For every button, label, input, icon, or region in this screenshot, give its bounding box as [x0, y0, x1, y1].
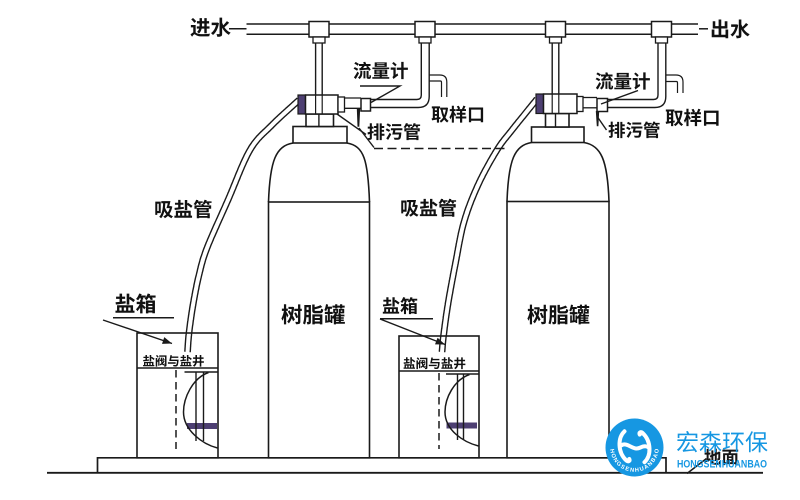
- svg-text:A: A: [643, 464, 650, 471]
- svg-text:HONGSENHUANBAO: HONGSENHUANBAO: [677, 459, 767, 471]
- svg-text:S: S: [619, 464, 626, 471]
- svg-text:B: B: [650, 457, 657, 464]
- svg-text:N: N: [647, 461, 654, 468]
- svg-text:N: N: [630, 468, 635, 474]
- svg-text:A: A: [653, 453, 660, 459]
- svg-text:U: U: [639, 466, 645, 473]
- svg-text:H: H: [635, 468, 640, 474]
- svg-text:H: H: [608, 449, 615, 454]
- svg-text:O: O: [609, 453, 616, 460]
- svg-text:N: N: [611, 457, 618, 464]
- svg-text:E: E: [624, 466, 630, 473]
- svg-text:G: G: [615, 461, 623, 469]
- svg-text:O: O: [654, 448, 661, 454]
